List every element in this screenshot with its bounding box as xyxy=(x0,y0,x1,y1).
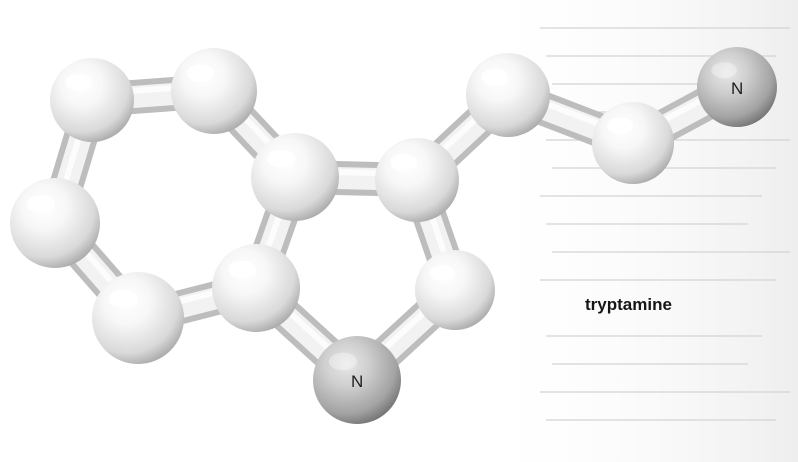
atom-n1: N xyxy=(313,336,401,424)
atoms-layer: NN xyxy=(10,47,777,424)
atom-c2 xyxy=(171,48,257,134)
atom-label-n2: N xyxy=(731,79,743,98)
atom-c8 xyxy=(415,250,495,330)
atom-c11 xyxy=(592,102,674,184)
atom-c3 xyxy=(251,133,339,221)
atom-label-n1: N xyxy=(351,372,363,391)
atom-c1 xyxy=(50,58,134,142)
atom-c6 xyxy=(10,178,100,268)
atom-c4 xyxy=(212,244,300,332)
molecule-name: tryptamine xyxy=(585,295,672,314)
background-text-lines xyxy=(540,27,790,421)
atom-n2: N xyxy=(697,47,777,127)
atom-c7 xyxy=(375,138,459,222)
atom-c10 xyxy=(466,53,550,137)
atom-c5 xyxy=(92,272,184,364)
